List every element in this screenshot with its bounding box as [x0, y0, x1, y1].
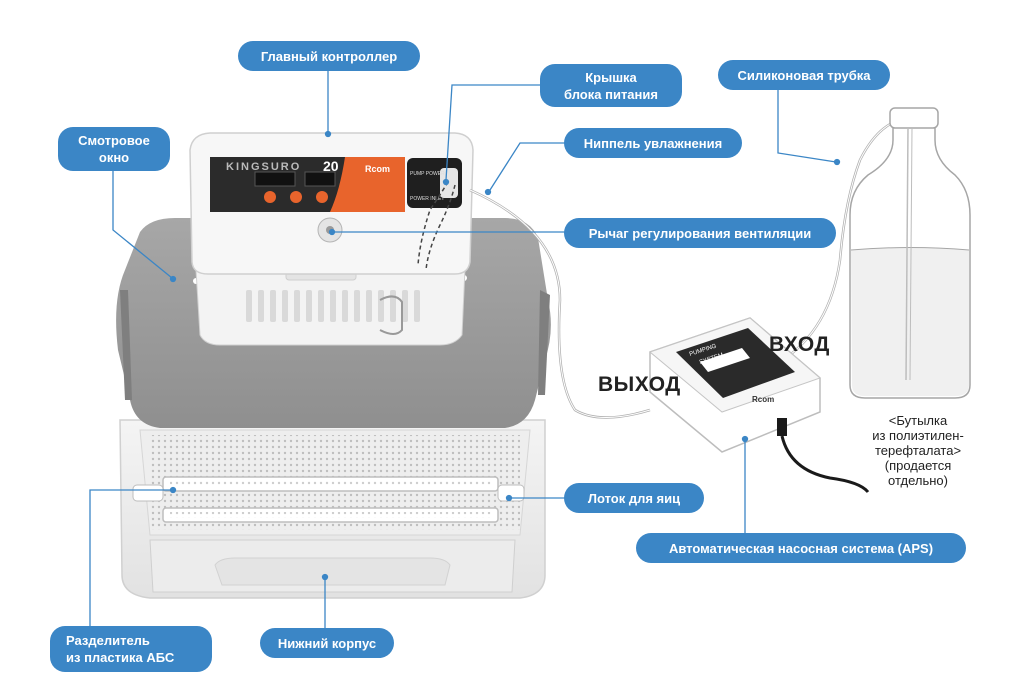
pump-power-cord [780, 435, 870, 494]
bottle-note-line4: (продается [884, 458, 952, 473]
label-aps: Автоматическая насосная система (APS) [636, 533, 966, 563]
label-abs-divider: Разделитель из пластика АБС [50, 626, 212, 672]
bottle-note: <Бутылка из полиэтилен- терефталата> (пр… [858, 413, 978, 488]
label-humidification-nipple-text: Ниппель увлажнения [583, 135, 723, 151]
label-vent-lever: Рычаг регулирования вентиляции [564, 218, 836, 248]
leader-lines [89, 68, 841, 628]
label-egg-tray-text: Лоток для яиц [587, 490, 681, 506]
bottle-shape [849, 107, 971, 399]
inlet-tube-highlight [779, 117, 911, 363]
label-egg-tray: Лоток для яиц [564, 483, 704, 513]
pump-power-text: PUMP POWER [410, 171, 445, 177]
power-cable-dashed [417, 181, 449, 266]
pump-logo-text: Rcom [752, 395, 774, 404]
label-viewing-window: Смотровое окно [58, 127, 170, 171]
label-power-cover-line1: Крышка [585, 69, 637, 85]
bottle-note-line2: из полиэтилен- [872, 428, 964, 443]
power-cable-dashed-2 [425, 184, 456, 271]
egg-tray-shape [132, 476, 525, 523]
controller-brand-text: KINGSURO [226, 161, 301, 173]
label-bottom-body-text: Нижний корпус [277, 635, 377, 651]
bottle-note-line5: отдельно) [888, 473, 948, 488]
label-humidification-nipple: Ниппель увлажнения [564, 128, 742, 158]
label-silicone-tube-text: Силиконовая трубка [737, 67, 871, 83]
outlet-tube-highlight [469, 189, 651, 418]
label-aps-text: Автоматическая насосная система (APS) [668, 540, 934, 556]
label-main-controller-text: Главный контроллер [260, 48, 398, 64]
inlet-port-label: ВХОД [769, 333, 830, 356]
label-silicone-tube: Силиконовая трубка [718, 60, 890, 90]
label-main-controller: Главный контроллер [238, 41, 420, 71]
label-power-cover-line2: блока питания [564, 86, 658, 102]
bottle-note-line3: терефталата> [874, 443, 962, 458]
label-viewing-window-line1: Смотровое [78, 133, 150, 148]
label-viewing-window-line2: окно [98, 150, 130, 165]
outlet-port-label: ВЫХОД [598, 373, 681, 396]
pump-device-shape [648, 317, 821, 453]
controller-model-text: 20 [323, 158, 339, 174]
viewing-window-shape [195, 267, 466, 346]
label-bottom-body: Нижний корпус [260, 628, 394, 658]
label-abs-divider-line1: Разделитель [66, 633, 150, 648]
label-abs-divider-line2: из пластика АБС [66, 650, 175, 665]
controller-logo-text: Rcom [365, 164, 390, 174]
power-inlet-text: POWER INLET [410, 196, 444, 202]
main-controller-shape [189, 132, 474, 275]
label-power-cover: Крышка блока питания [540, 64, 682, 107]
label-vent-lever-text: Рычаг регулирования вентиляции [588, 225, 812, 241]
bottle-note-line1: <Бутылка [888, 413, 948, 428]
